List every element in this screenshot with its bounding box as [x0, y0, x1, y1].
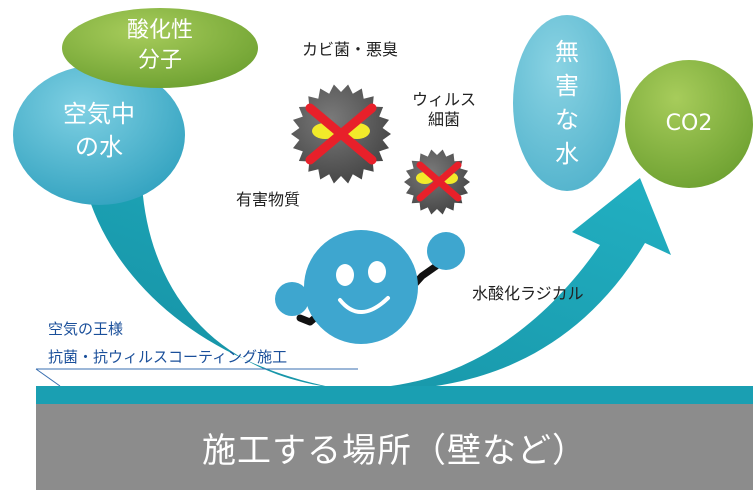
brand-service: 抗菌・抗ウィルスコーティング施工	[48, 348, 288, 366]
harmful-substance-label: 有害物質	[236, 190, 301, 209]
radical-label: 水酸化ラジカル	[472, 284, 584, 303]
mold-odor-label: カビ菌・悪臭	[302, 40, 399, 59]
harmless-water-node	[513, 15, 621, 191]
cycle-arrow	[85, 178, 671, 391]
radical-character	[275, 230, 465, 344]
co2-node	[625, 60, 753, 188]
air-water-label: 空気中 の水	[63, 100, 135, 161]
harmless-water-label: 無 害 な 水	[555, 38, 579, 168]
co2-label: CO2	[665, 111, 713, 136]
air-water-node	[13, 65, 185, 205]
brand-name: 空気の王様	[48, 320, 124, 338]
location-banner: 施工する場所（壁など）	[36, 404, 753, 490]
oxidizer-node	[62, 8, 258, 88]
virus-bacteria-label: ウィルス 細菌	[412, 90, 477, 129]
germ-small	[404, 149, 470, 215]
brand-underline-tail	[35, 368, 61, 387]
cross-mark	[416, 161, 462, 202]
banner-text: 施工する場所（壁など）	[202, 430, 587, 471]
oxidizer-label: 酸化性 分子	[126, 18, 193, 73]
cross-mark	[305, 103, 377, 165]
germ-large	[291, 84, 391, 184]
surface-stripe	[36, 386, 753, 405]
